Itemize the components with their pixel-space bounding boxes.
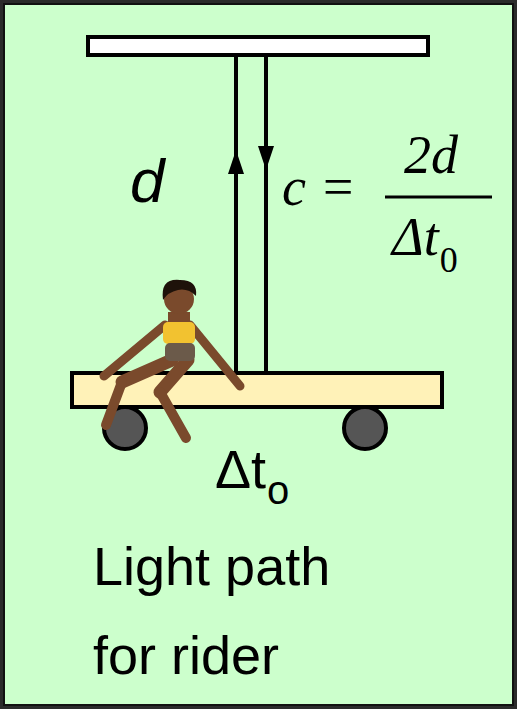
formula-denominator: Δt (392, 210, 439, 264)
rider-figure (104, 280, 240, 438)
formula-numerator: 2d (404, 128, 458, 182)
fraction-bar (385, 196, 492, 199)
caption-text: Light path for rider (93, 522, 393, 700)
background-panel (3, 3, 514, 706)
arrowhead-down (258, 146, 274, 170)
formula-text: c = (282, 160, 356, 214)
subscript: o (267, 470, 289, 510)
light-path-up (234, 55, 238, 373)
arrowhead-up (228, 150, 244, 174)
time-label: Δt (215, 442, 266, 496)
light-path-down (264, 55, 268, 373)
wheel (344, 407, 386, 449)
subscript: 0 (440, 242, 458, 278)
mirror (88, 37, 428, 55)
dimension-label: d (130, 150, 164, 212)
